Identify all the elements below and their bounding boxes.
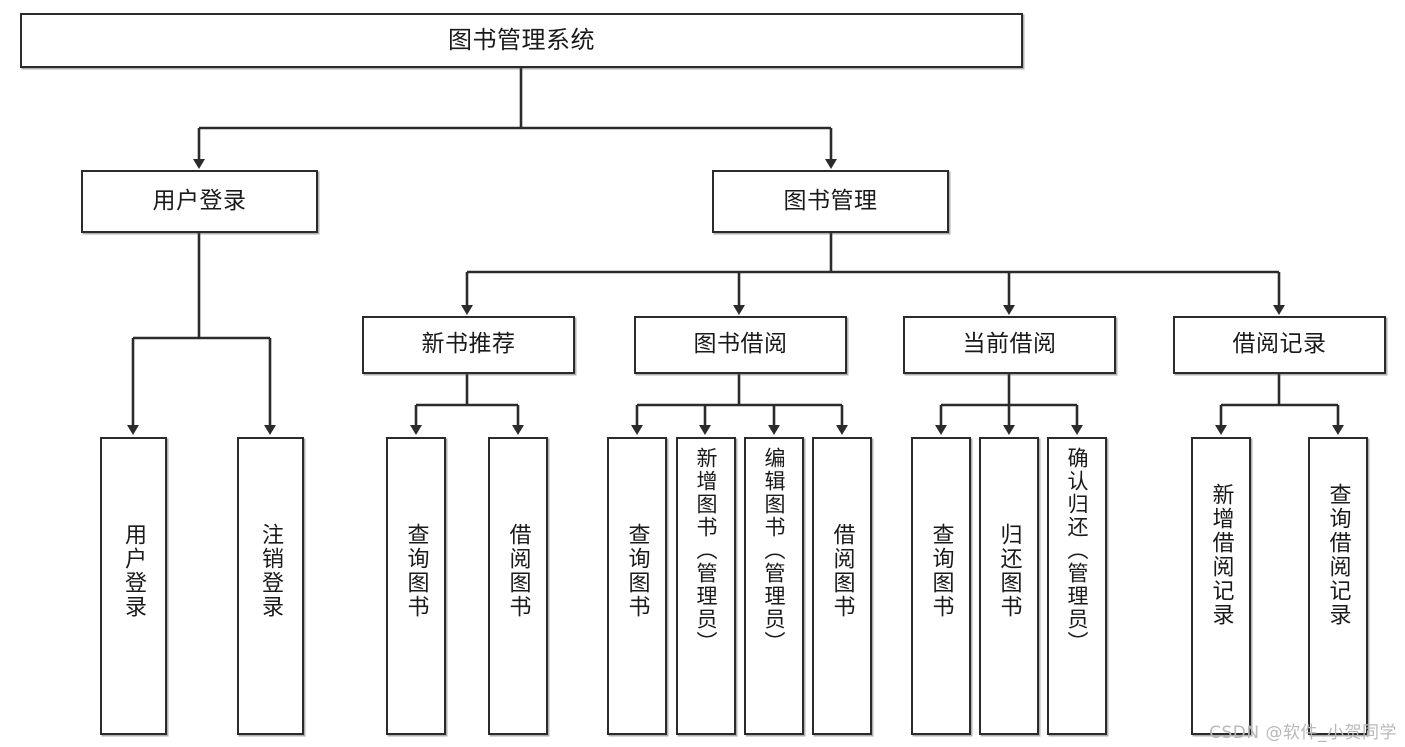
node-new-book-recommend-label: 新书推荐: [421, 331, 516, 358]
node-leaf-confirm-return[interactable]: 确认归还（管理员）: [1047, 437, 1107, 735]
watermark: CSDN @软件_小贺同学: [1209, 723, 1397, 743]
node-book-borrow-label: 图书借阅: [693, 331, 788, 358]
node-borrow-record-label: 借阅记录: [1232, 331, 1327, 358]
node-leaf-query-record[interactable]: 查询借阅记录: [1308, 437, 1368, 735]
node-book-management-label: 图书管理: [783, 187, 878, 214]
node-leaf-add-book-label: 新增图书（管理员）: [694, 447, 719, 654]
node-leaf-edit-book-label: 编辑图书（管理员）: [762, 447, 787, 654]
node-leaf-add-record-label: 新增借阅记录: [1208, 483, 1234, 627]
node-current-borrow-label: 当前借阅: [962, 331, 1057, 358]
node-leaf-query-book-1[interactable]: 查询图书: [386, 437, 446, 735]
node-leaf-return-book-label: 归还图书: [996, 523, 1022, 619]
node-leaf-add-book[interactable]: 新增图书（管理员）: [676, 437, 736, 735]
node-leaf-query-book-3-label: 查询图书: [928, 523, 954, 619]
node-new-book-recommend[interactable]: 新书推荐: [362, 316, 575, 374]
node-leaf-edit-book[interactable]: 编辑图书（管理员）: [744, 437, 804, 735]
node-leaf-add-record[interactable]: 新增借阅记录: [1191, 437, 1251, 735]
node-leaf-return-book[interactable]: 归还图书: [979, 437, 1039, 735]
node-user-login-label: 用户登录: [152, 187, 247, 214]
node-book-borrow[interactable]: 图书借阅: [634, 316, 847, 374]
node-leaf-borrow-book-2[interactable]: 借阅图书: [812, 437, 872, 735]
node-leaf-user-login-label: 用户登录: [121, 523, 147, 619]
node-leaf-query-record-label: 查询借阅记录: [1325, 483, 1351, 627]
node-root-label: 图书管理系统: [448, 26, 595, 55]
node-leaf-borrow-book-2-label: 借阅图书: [829, 523, 855, 619]
node-root[interactable]: 图书管理系统: [20, 13, 1023, 68]
node-leaf-logout-login-label: 注销登录: [258, 523, 284, 619]
node-leaf-borrow-book-1[interactable]: 借阅图书: [488, 437, 548, 735]
node-leaf-confirm-return-label: 确认归还（管理员）: [1065, 447, 1090, 654]
node-leaf-query-book-2-label: 查询图书: [624, 523, 650, 619]
node-leaf-logout-login[interactable]: 注销登录: [237, 437, 304, 735]
node-leaf-query-book-3[interactable]: 查询图书: [911, 437, 971, 735]
node-leaf-user-login[interactable]: 用户登录: [100, 437, 167, 735]
node-book-management[interactable]: 图书管理: [712, 170, 949, 233]
node-user-login[interactable]: 用户登录: [81, 170, 318, 233]
node-leaf-query-book-2[interactable]: 查询图书: [607, 437, 667, 735]
node-leaf-query-book-1-label: 查询图书: [403, 523, 429, 619]
node-leaf-borrow-book-1-label: 借阅图书: [505, 523, 531, 619]
node-borrow-record[interactable]: 借阅记录: [1173, 316, 1386, 374]
node-current-borrow[interactable]: 当前借阅: [903, 316, 1116, 374]
